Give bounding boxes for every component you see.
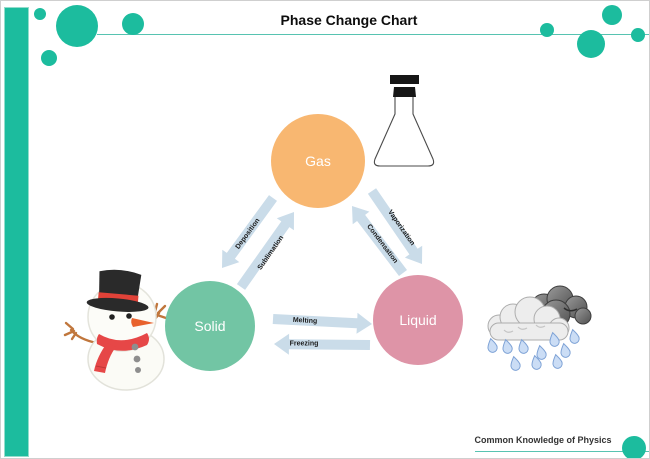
decor-circle bbox=[631, 28, 645, 42]
flask-icon bbox=[373, 75, 435, 167]
transition-label-melting: Melting bbox=[292, 316, 318, 326]
accent-bar bbox=[4, 7, 29, 457]
rain-cloud-icon bbox=[485, 285, 592, 372]
transition-arrow-sublimation bbox=[236, 212, 294, 290]
node-solid-label: Solid bbox=[194, 318, 226, 334]
transition-label-freezing: Freezing bbox=[289, 340, 319, 348]
credit-text: Common Knowledge of Physics bbox=[474, 435, 612, 445]
footer-rule bbox=[475, 451, 649, 452]
decor-circle bbox=[602, 5, 622, 25]
node-liquid: Liquid bbox=[373, 275, 463, 365]
decor-circle bbox=[56, 5, 98, 47]
decor-circle bbox=[34, 8, 46, 20]
decor-circle bbox=[622, 436, 646, 458]
transition-arrow-freezing bbox=[274, 333, 371, 355]
decor-circle bbox=[577, 30, 605, 58]
node-gas-label: Gas bbox=[305, 153, 331, 169]
header-rule bbox=[97, 34, 649, 35]
node-liquid-label: Liquid bbox=[399, 312, 437, 328]
transition-arrow-condensation bbox=[352, 206, 407, 276]
page-title: Phase Change Chart bbox=[280, 12, 418, 28]
decor-circle bbox=[540, 23, 554, 37]
decor-circle bbox=[41, 50, 57, 66]
snowman-icon bbox=[63, 269, 168, 391]
decor-circle bbox=[122, 13, 144, 35]
transition-arrow-deposition bbox=[222, 195, 277, 268]
transition-arrow-vaporization bbox=[367, 188, 423, 264]
node-gas: Gas bbox=[271, 114, 365, 208]
transition-arrow-melting bbox=[272, 312, 372, 334]
node-solid: Solid bbox=[165, 281, 255, 371]
